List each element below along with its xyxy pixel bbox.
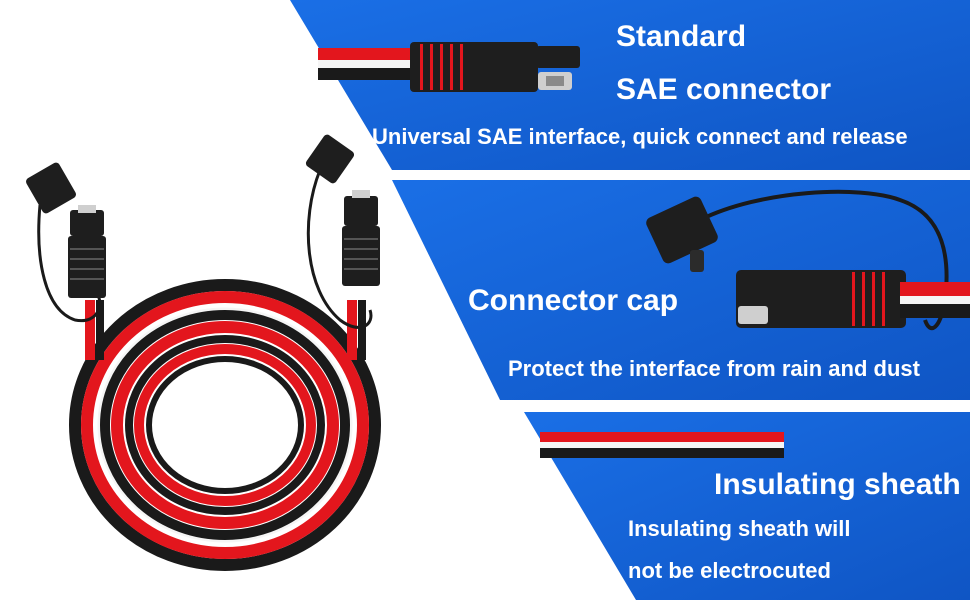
panel-insulating-sheath (524, 412, 970, 600)
connector-cap-closeup (646, 189, 970, 331)
panel3-subtitle-line1: Insulating sheath will (628, 516, 851, 541)
panel1-subtitle: Universal SAE interface, quick connect a… (372, 124, 908, 149)
panel2-subtitle: Protect the interface from rain and dust (508, 356, 920, 381)
panel1-title-line1: Standard (616, 20, 747, 53)
panel3-subtitle-line2: not be electrocuted (628, 558, 831, 583)
sae-connector-closeup (318, 42, 580, 92)
coiled-cable (69, 279, 381, 571)
panel1-title-line2: SAE connector (616, 73, 832, 106)
panel2-title: Connector cap (468, 284, 679, 317)
right-sae-connector (305, 134, 380, 329)
panel-connector-cap (392, 180, 970, 400)
sheath-cable-segment (540, 432, 784, 458)
panel3-title: Insulating sheath (714, 468, 961, 501)
left-sae-connector (26, 162, 106, 323)
